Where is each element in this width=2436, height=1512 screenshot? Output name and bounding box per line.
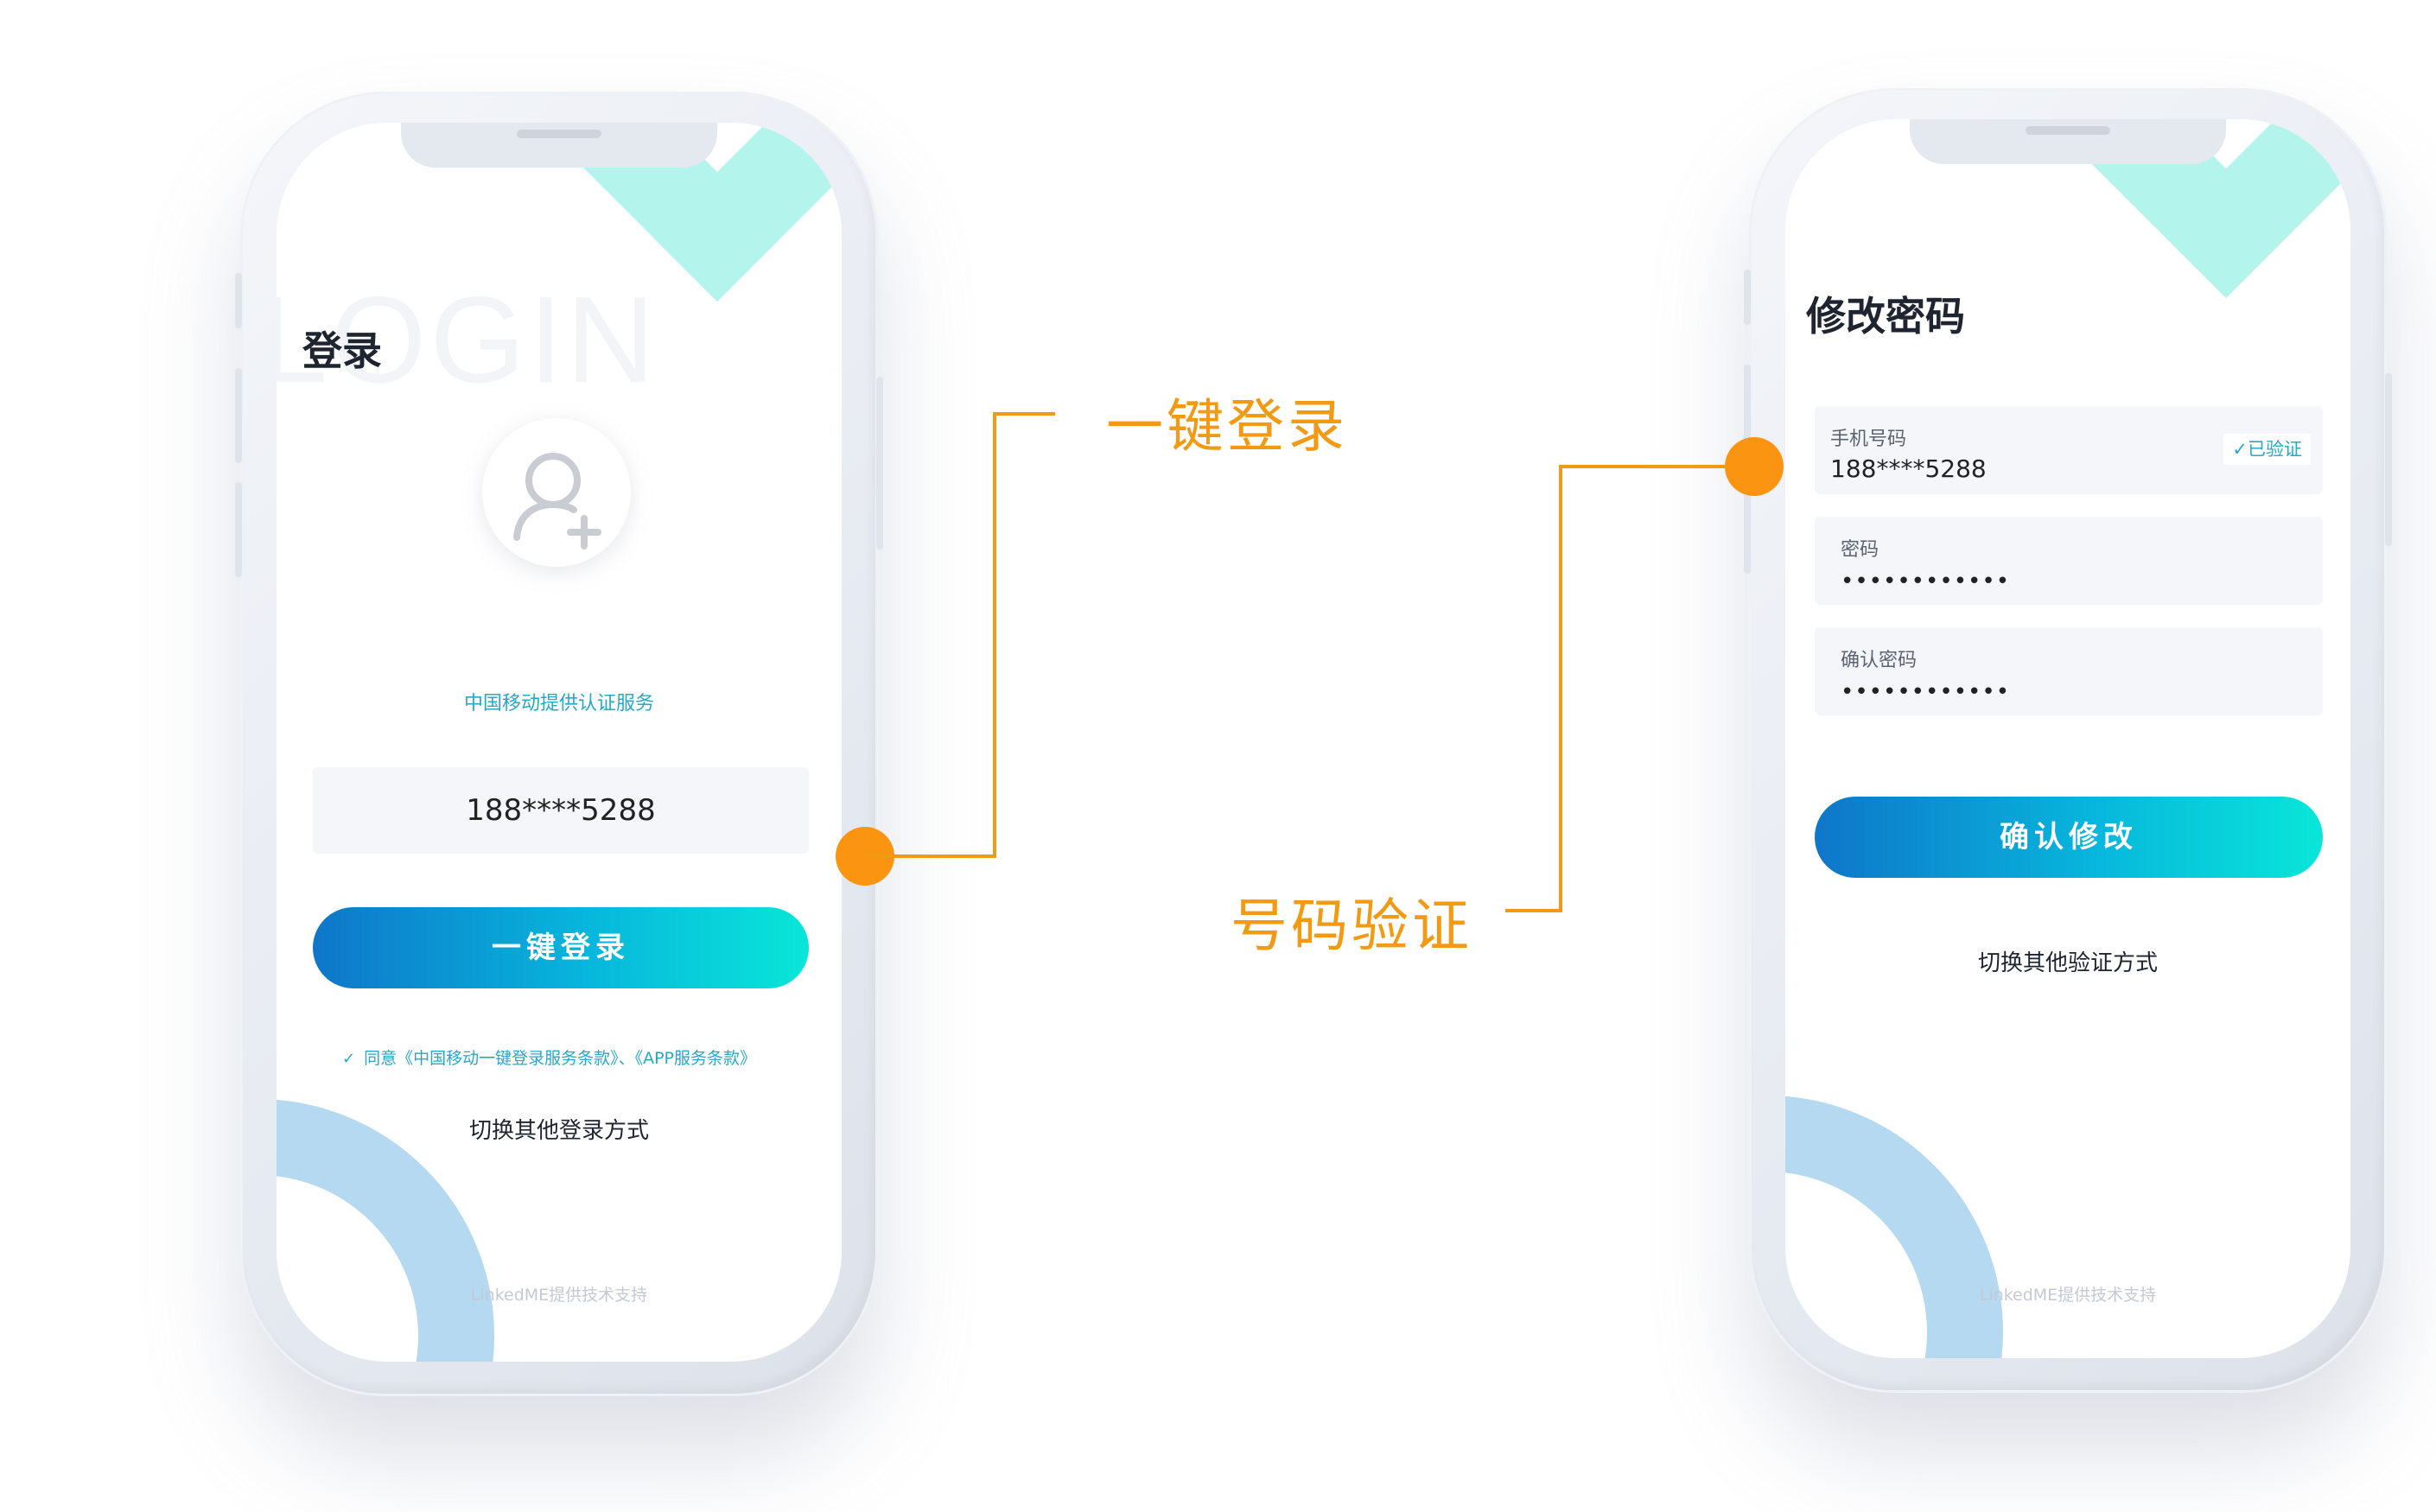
phone-reset: 修改密码 手机号码 188****5288 ✓已验证 密码 ••••••••••… (1744, 88, 2392, 1393)
verified-text: 已验证 (2248, 439, 2302, 460)
phone-number-value: 188****5288 (1830, 454, 1987, 483)
speaker (517, 130, 601, 138)
callout-line (865, 854, 995, 858)
volume-down-button (1744, 479, 1751, 574)
speaker (2026, 126, 2110, 135)
callout-line (993, 412, 996, 858)
agreement-text: 同意《中国移动一键登录服务条款》、《APP服务条款》 (364, 1049, 757, 1068)
phone-number-label: 手机号码 (1830, 429, 1907, 450)
check-icon[interactable]: ✓ (342, 1050, 356, 1068)
confirm-password-value: •••••••••••• (1841, 679, 2011, 705)
phone-number-field[interactable]: 手机号码 188****5288 ✓已验证 (1815, 406, 2323, 494)
password-field[interactable]: 密码 •••••••••••• (1815, 517, 2323, 605)
confirm-password-label: 确认密码 (1841, 650, 1918, 671)
service-text: 中国移动提供认证服务 (463, 693, 654, 715)
volume-down-button (235, 482, 242, 577)
masked-phone-number: 188****5288 (313, 767, 809, 854)
check-icon: ✓ (2232, 439, 2248, 460)
confirm-password-field[interactable]: 确认密码 •••••••••••• (1815, 627, 2323, 715)
verified-badge: ✓已验证 (2223, 434, 2311, 465)
reset-screen: 修改密码 手机号码 188****5288 ✓已验证 密码 ••••••••••… (1785, 119, 2350, 1358)
alt-verify-link[interactable]: 切换其他验证方式 (1977, 950, 2158, 976)
user-add-icon (513, 453, 601, 550)
volume-up-button (235, 368, 242, 463)
callout-line (1505, 909, 1562, 912)
alt-login-link[interactable]: 切换其他登录方式 (468, 1118, 649, 1144)
power-button (2385, 373, 2392, 546)
power-button (876, 377, 883, 550)
powered-by-text: LinkedME提供技术支持 (1979, 1286, 2157, 1305)
callout-line (1559, 465, 1728, 468)
annotation-number-verify: 号码验证 (1231, 893, 1472, 959)
annotation-one-click-login: 一键登录 (1106, 393, 1348, 460)
agreement-row[interactable]: ✓ 同意《中国移动一键登录服务条款》、《APP服务条款》 (342, 1045, 756, 1069)
callout-line (1559, 465, 1562, 912)
login-watermark: LOGIN (277, 271, 658, 409)
notch (1910, 119, 2226, 164)
page-title: 修改密码 (1806, 293, 1965, 340)
one-click-login-button[interactable]: 一键登录 (313, 907, 809, 988)
callout-dot-verify (1725, 437, 1784, 496)
volume-button (1744, 270, 1751, 325)
password-value: •••••••••••• (1841, 569, 2011, 594)
password-label: 密码 (1841, 539, 1879, 561)
confirm-change-button[interactable]: 确认修改 (1815, 797, 2323, 878)
phone-login: LOGIN 登录 中国移动提供认证服务 188****5288 一键登录 ✓ 同意… (235, 92, 883, 1396)
volume-up-button (1744, 365, 1751, 460)
callout-line (993, 412, 1055, 416)
avatar[interactable] (482, 418, 631, 567)
powered-by-text: LinkedME提供技术支持 (470, 1286, 648, 1305)
notch (401, 123, 717, 168)
page-title: 登录 (302, 327, 382, 374)
login-screen: LOGIN 登录 中国移动提供认证服务 188****5288 一键登录 ✓ 同意… (277, 123, 842, 1362)
volume-button (235, 273, 242, 328)
